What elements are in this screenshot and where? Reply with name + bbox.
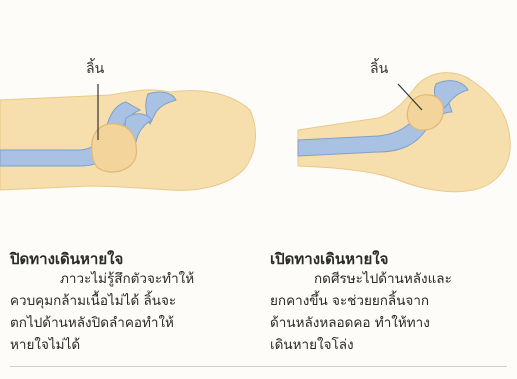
open-airway-illustration [258,0,517,245]
description-line: ตกไปด้านหลังปิดลำคอทำให้ [10,312,194,334]
bottom-divider [10,366,507,367]
description-line: ด้านหลังหลอดคอ ทำให้ทาง [270,312,452,334]
blocked-airway-illustration [0,0,258,245]
description-line: ยกคางขึ้น จะช่วยยกลิ้นจาก [270,290,452,312]
description-line: เดินหายใจโล่ง [270,334,452,356]
right-panel-open-airway: ลิ้น เปิดทางเดินหายใจ กดศีรษะไปด้านหลังแ… [258,0,517,379]
open-airway-description: กดศีรษะไปด้านหลังและ ยกคางขึ้น จะช่วยยกล… [270,268,452,356]
description-line: กดศีรษะไปด้านหลังและ [270,268,452,290]
blocked-airway-description: ภาวะไม่รู้สึกตัวจะทำให้ ควบคุมกล้ามเนื้อ… [10,268,194,356]
description-line: ภาวะไม่รู้สึกตัวจะทำให้ [10,268,194,290]
tongue-label: ลิ้น [370,58,388,80]
left-panel-blocked-airway: ลิ้น ปิดทางเดินหายใจ ภาวะไม่รู้สึกตัวจะท… [0,0,258,379]
description-line: หายใจไม่ได้ [10,334,194,356]
tongue-label: ลิ้น [86,58,104,80]
description-line: ควบคุมกล้ามเนื้อไม่ได้ ลิ้นจะ [10,290,194,312]
